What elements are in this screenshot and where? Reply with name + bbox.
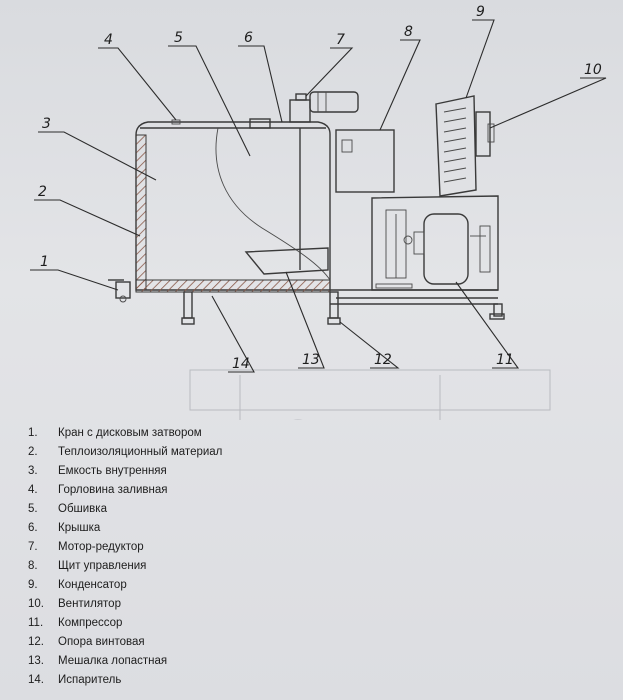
legend-index: 5. [28, 503, 38, 515]
legend-item: 10. Вентилятор [28, 595, 222, 614]
callout-5: 5 [174, 30, 183, 46]
legend-item: 9. Конденсатор [28, 576, 222, 595]
condenser [435, 95, 495, 197]
legend-item: 7. Мотор-редуктор [28, 538, 222, 557]
legend-text: Теплоизоляционный материал [58, 446, 223, 458]
legend-item: 1. Кран с дисковым затвором [28, 424, 222, 443]
legend-item: 2. Теплоизоляционный материал [28, 443, 222, 462]
legend-index: 14. [28, 674, 44, 686]
leader-lines [30, 19, 607, 373]
insulation-bottom [135, 279, 331, 293]
condenser-fins [443, 107, 467, 183]
legend-index: 6. [28, 522, 38, 534]
filling-neck [249, 118, 271, 129]
callout-9: 9 [476, 4, 485, 20]
callout-12: 12 [374, 352, 392, 368]
legend-index: 2. [28, 446, 38, 458]
callout-6: 6 [244, 30, 253, 46]
refrigeration-unit [330, 195, 505, 320]
legend-index: 13. [28, 655, 44, 667]
legend-item: 4. Горловина заливная [28, 481, 222, 500]
legend-text: Вентилятор [58, 598, 121, 610]
legend-index: 10. [28, 598, 44, 610]
legend-index: 4. [28, 484, 38, 496]
legend-text: Крышка [58, 522, 101, 534]
legend-index: 11. [28, 617, 44, 629]
legend-item: 11. Компрессор [28, 614, 222, 633]
tank-leg-left [183, 291, 193, 319]
legend-item: 8. Щит управления [28, 557, 222, 576]
callout-10: 10 [584, 62, 602, 78]
legend-text: Компрессор [58, 617, 123, 629]
equipment-diagram: 1 2 3 4 5 6 7 8 9 10 11 12 13 14 [30, 4, 607, 420]
parts-legend: 1. Кран с дисковым затвором 2. Теплоизоляц… [28, 424, 222, 690]
disc-valve [108, 279, 131, 303]
insulation-wall [135, 134, 147, 291]
legend-item: 14. Испаритель [28, 671, 222, 690]
compressor [423, 213, 469, 285]
show-through-marks [189, 369, 551, 420]
legend-text: Конденсатор [58, 579, 127, 591]
milk-tank [108, 118, 341, 325]
legend-text: Щит управления [58, 560, 147, 572]
callout-4: 4 [104, 32, 113, 48]
callout-13: 13 [302, 352, 320, 368]
callout-2: 2 [38, 184, 47, 200]
callout-3: 3 [42, 116, 51, 132]
fan [475, 111, 491, 157]
legend-text: Испаритель [58, 674, 122, 686]
legend-index: 8. [28, 560, 38, 572]
legend-index: 9. [28, 579, 38, 591]
legend-text: Кран с дисковым затвором [58, 427, 202, 439]
motor-reducer [289, 91, 359, 123]
legend-item: 3. Емкость внутренняя [28, 462, 222, 481]
stirrer-paddle [244, 247, 329, 275]
legend-text: Обшивка [58, 503, 107, 515]
legend-item: 5. Обшивка [28, 500, 222, 519]
callout-14: 14 [232, 356, 250, 372]
callout-numbers: 1 2 3 4 5 6 7 8 9 10 11 12 13 14 [38, 4, 602, 372]
legend-index: 3. [28, 465, 38, 477]
callout-11: 11 [496, 352, 514, 368]
legend-text: Мотор-редуктор [58, 541, 144, 553]
legend-index: 12. [28, 636, 44, 648]
legend-text: Мешалка лопастная [58, 655, 168, 667]
legend-text: Емкость внутренняя [58, 465, 167, 477]
legend-text: Горловина заливная [58, 484, 168, 496]
cladding-cutaway [215, 127, 331, 281]
legend-item: 12. Опора винтовая [28, 633, 222, 652]
legend-item: 13. Мешалка лопастная [28, 652, 222, 671]
callout-1: 1 [40, 254, 49, 270]
callout-7: 7 [336, 32, 345, 48]
legend-item: 6. Крышка [28, 519, 222, 538]
legend-text: Опора винтовая [58, 636, 145, 648]
screw-support [329, 291, 339, 319]
callout-8: 8 [404, 24, 413, 40]
control-panel [335, 129, 395, 193]
legend-index: 7. [28, 541, 38, 553]
legend-index: 1. [28, 427, 38, 439]
